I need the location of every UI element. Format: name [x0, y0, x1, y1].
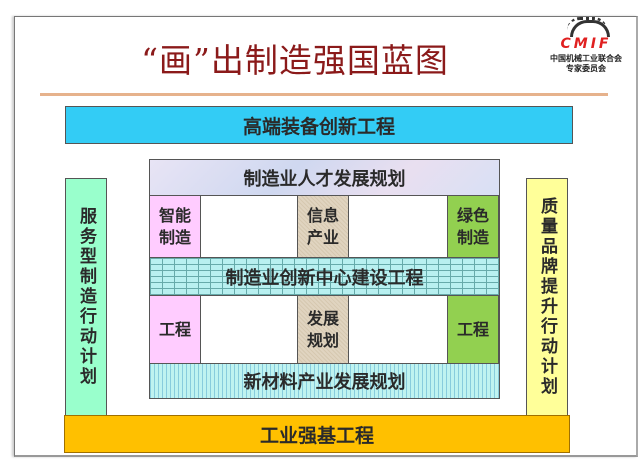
info-line1: 信息 — [306, 205, 339, 225]
logo-org: 中国机械工业联合会 专家委员会 — [544, 54, 628, 74]
band-innovation-center: 制造业创新中心建设工程 — [149, 257, 500, 296]
left-pillar-label: 服务型制造行动计划 — [76, 207, 96, 387]
band-talent-plan: 制造业人才发展规划 — [149, 159, 500, 196]
column-green-manufacturing-lower: 工程 — [447, 295, 499, 364]
bottom-bar-industrial-foundation: 工业强基工程 — [64, 415, 570, 453]
right-pillar-label: 质量品牌提升行动计划 — [537, 197, 557, 397]
logo-org-line2: 专家委员会 — [566, 64, 606, 73]
band-new-materials: 新材料产业发展规划 — [149, 363, 500, 399]
smart-lower-label: 工程 — [158, 319, 191, 339]
page-title: “画”出制造强国蓝图 — [141, 41, 449, 80]
column-green-manufacturing-upper: 绿色 制造 — [447, 195, 499, 258]
green-line1: 绿色 — [456, 205, 489, 225]
top-bar-high-end-equipment: 高端装备创新工程 — [65, 106, 573, 144]
column-info-industry-lower: 发展 规划 — [297, 295, 349, 364]
gear-icon — [567, 17, 610, 37]
smart-line1: 智能 — [158, 205, 191, 225]
logo-brand: CMIF — [560, 36, 612, 52]
column-smart-manufacturing-lower: 工程 — [149, 295, 201, 364]
info-lower-line1: 发展 — [306, 308, 339, 328]
info-lower-line2: 规划 — [306, 330, 339, 350]
column-smart-manufacturing-upper: 智能 制造 — [149, 195, 201, 258]
cmif-logo: CMIF 中国机械工业联合会 专家委员会 — [544, 16, 628, 80]
left-pillar-service-manufacturing: 服务型制造行动计划 — [65, 178, 107, 416]
green-lower-label: 工程 — [456, 319, 489, 339]
smart-line2: 制造 — [158, 227, 191, 247]
green-line2: 制造 — [456, 227, 489, 247]
right-pillar-quality-brand: 质量品牌提升行动计划 — [526, 178, 568, 416]
column-info-industry-upper: 信息 产业 — [297, 195, 349, 258]
info-line2: 产业 — [306, 227, 339, 247]
logo-org-line1: 中国机械工业联合会 — [550, 54, 622, 63]
title-divider — [40, 93, 608, 96]
